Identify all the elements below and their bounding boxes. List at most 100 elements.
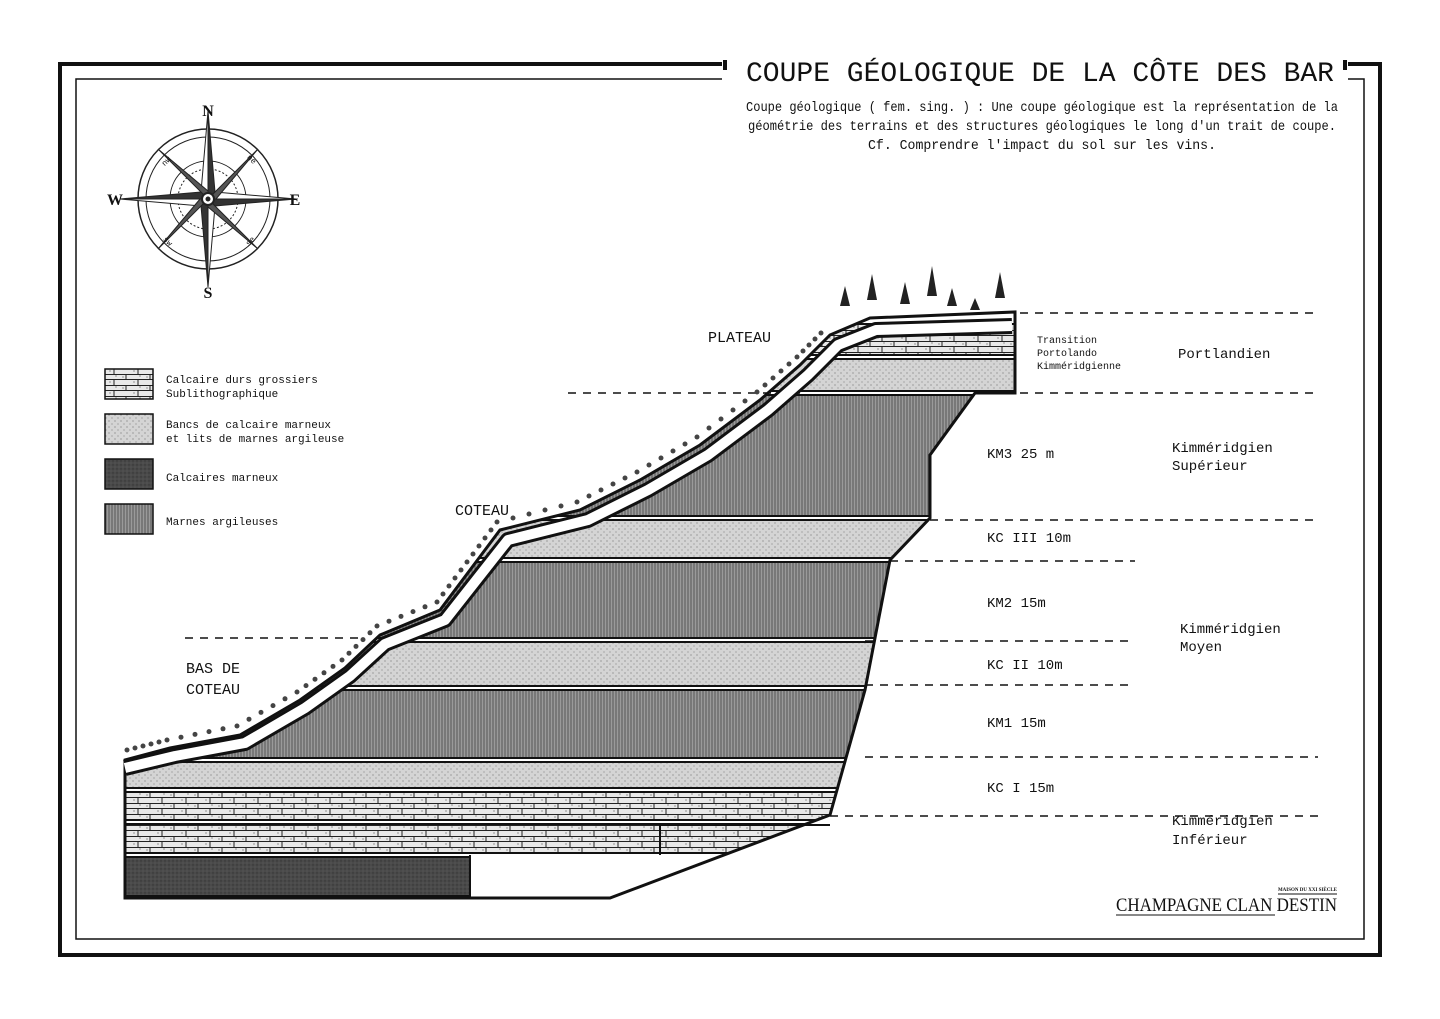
km3-layer [125,394,1015,517]
kc1-layer [125,761,1015,789]
shrub-icon [598,487,604,493]
cross-section [123,266,1017,900]
basal-marly-limestone [125,856,471,897]
shrub-icon [786,361,792,367]
shrub-icon [132,745,138,751]
shrub-icon [294,689,300,695]
tree-icon [900,282,910,304]
shrub-icon [622,475,628,481]
brand-name: CHAMPAGNE CLAN DESTIN [1116,895,1337,916]
shrub-icon [464,559,470,565]
label-kc2: KC II 10m [987,658,1063,674]
shrub-icon [488,527,494,533]
shrub-icon [446,583,452,589]
shrub-icon [360,637,366,643]
shrub-icon [164,737,170,743]
label-bas-de-coteau-2: COTEAU [186,682,240,699]
shrub-icon [694,434,700,440]
lower-limestone-2 [125,823,1015,854]
hillside-vegetation [124,330,824,753]
layer-labels: Transition Portolando Kimméridgienne KM3… [987,335,1121,797]
tree-icon [970,298,980,310]
shrub-icon [282,696,288,702]
shrub-icon [682,441,688,447]
definition-line-1: Coupe géologique ( fem. sing. ) : Une co… [746,100,1338,116]
definition-line-2: géométrie des terrains et des structures… [748,119,1336,135]
shrub-icon [754,389,760,395]
shrub-icon [346,650,352,656]
poster-frame [58,56,1382,957]
tree-icon [927,266,937,296]
legend-label: et lits de marnes argileuse [166,434,344,446]
brand-logo: MAISON DU XXI SIÈCLE CHAMPAGNE CLAN DEST… [1116,887,1338,916]
compass-east: E [290,192,301,209]
stage-inferieur-1: Kimméridgien [1172,814,1273,830]
tree-icon [947,288,957,306]
shrub-icon [353,643,359,649]
stage-labels: Portlandien Kimméridgien Supérieur Kimmé… [1172,347,1281,849]
shrub-icon [482,535,488,541]
legend-label: Calcaire durs grossiers [166,375,318,387]
shrub-icon [646,462,652,468]
compass-ne: ne [244,153,257,166]
shrub-icon [742,398,748,404]
shrub-icon [794,354,800,360]
shrub-icon [778,368,784,374]
legend: Calcaire durs grossiers Sublithographiqu… [104,368,344,535]
legend-label: Calcaires marneux [166,473,279,485]
shrub-icon [192,731,198,737]
shrub-icon [321,670,327,676]
legend-item-stipple: Bancs de calcaire marneux et lits de mar… [104,413,344,446]
legend-label: Sublithographique [166,389,278,401]
poster-title: COUPE GÉOLOGIQUE DE LA CÔTE DES BAR [746,57,1334,90]
definition-line-3: Cf. Comprendre l'impact du sol sur les v… [868,138,1216,154]
compass-west: W [107,192,123,209]
label-bas-de-coteau-1: BAS DE [186,661,240,678]
shrub-icon [410,609,416,615]
stage-inferieur-2: Inférieur [1172,833,1248,849]
shrub-icon [178,734,184,740]
stage-superieur-1: Kimméridgien [1172,441,1273,457]
shrub-icon [434,599,440,605]
plateau-trees [840,266,1005,310]
shrub-icon [574,499,580,505]
shrub-icon [124,747,130,753]
tree-icon [995,272,1005,298]
definition-text: Coupe géologique ( fem. sing. ) : Une co… [746,100,1338,154]
label-transition-1: Transition [1037,335,1097,347]
shrub-icon [234,723,240,729]
legend-label: Marnes argileuses [166,517,278,529]
shrub-icon [510,515,516,521]
shrub-icon [246,716,252,722]
shrub-icon [494,519,500,525]
shrub-icon [220,726,226,732]
zone-labels: PLATEAU COTEAU BAS DE COTEAU [186,330,771,699]
stage-superieur-2: Supérieur [1172,459,1248,475]
shrub-icon [398,613,404,619]
kc2-layer [125,641,1015,687]
shrub-icon [206,729,212,735]
legend-label: Bancs de calcaire marneux [166,420,331,432]
shrub-icon [386,618,392,624]
label-km1: KM1 15m [987,716,1046,732]
shrub-icon [470,551,476,557]
stage-portlandien: Portlandien [1178,347,1270,363]
brand-tagline: MAISON DU XXI SIÈCLE [1278,887,1338,893]
shrub-icon [367,630,373,636]
shrub-icon [762,382,768,388]
label-km3: KM3 25 m [987,447,1054,463]
shrub-icon [458,567,464,573]
shrub-icon [422,604,428,610]
shrub-icon [452,575,458,581]
shrub-icon [634,469,640,475]
shrub-icon [586,493,592,499]
shrub-icon [440,591,446,597]
stage-moyen-1: Kimméridgien [1180,622,1281,638]
label-transition-3: Kimméridgienne [1037,361,1121,373]
shrub-icon [303,683,309,689]
label-kc3: KC III 10m [987,531,1071,547]
km2-layer [125,561,1015,639]
shrub-icon [140,743,146,749]
shrub-icon [800,348,806,354]
compass-labels: N S W E [107,103,300,302]
